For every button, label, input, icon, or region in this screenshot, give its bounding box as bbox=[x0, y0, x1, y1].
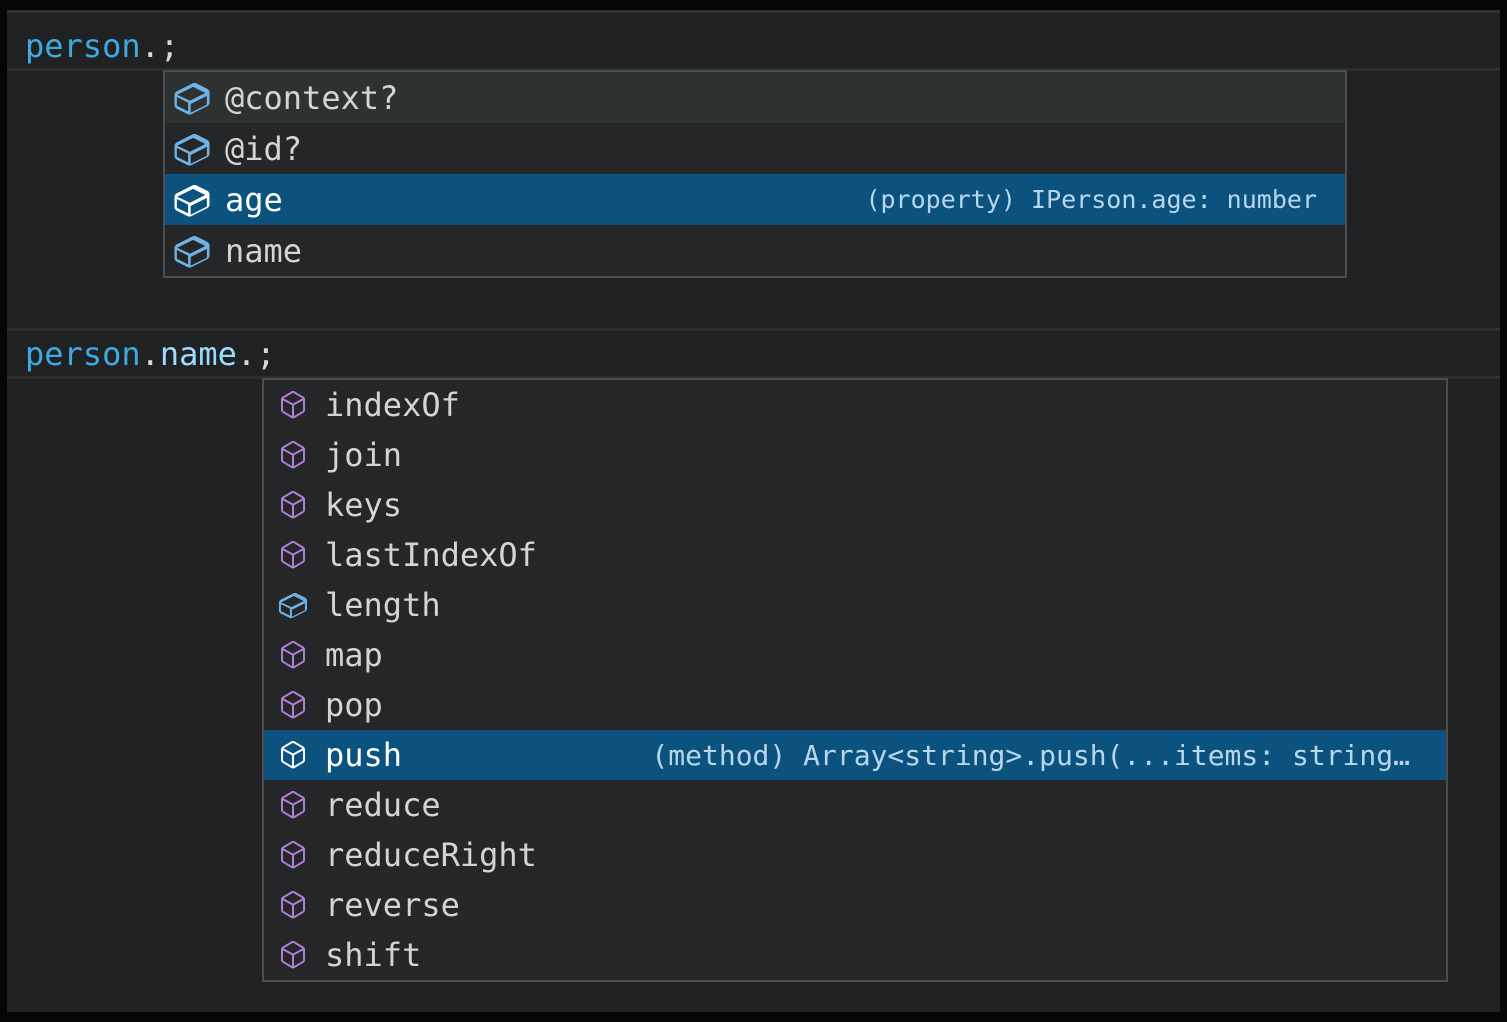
code-token: person bbox=[25, 27, 141, 65]
suggestion-item[interactable]: reduceRight bbox=[264, 830, 1446, 880]
symbol-method-icon bbox=[277, 439, 309, 471]
section-divider bbox=[7, 68, 1500, 71]
suggestion-item[interactable]: indexOf bbox=[264, 380, 1446, 430]
suggestion-item[interactable]: age (property) IPerson.age: number bbox=[165, 174, 1345, 225]
symbol-field-icon bbox=[172, 78, 212, 118]
code-token: name bbox=[159, 335, 237, 373]
symbol-method-icon bbox=[277, 639, 309, 671]
code-token: . bbox=[140, 335, 160, 373]
suggestion-item[interactable]: pop bbox=[264, 680, 1446, 730]
code-token: . bbox=[236, 335, 257, 373]
suggestion-label: name bbox=[225, 231, 303, 270]
suggestion-label: keys bbox=[325, 486, 403, 524]
suggestion-item[interactable]: shift bbox=[264, 930, 1446, 980]
suggestion-label: map bbox=[325, 636, 383, 674]
code-token: ; bbox=[159, 27, 180, 65]
suggestion-label: @id? bbox=[225, 129, 303, 168]
suggest-widget-person-name: indexOf join keys lastIndexOf length map pop pu… bbox=[262, 378, 1448, 982]
code-line-2[interactable]: person.name.; bbox=[25, 332, 275, 376]
symbol-method-icon bbox=[277, 689, 309, 721]
symbol-method-icon bbox=[277, 539, 309, 571]
suggestion-item[interactable]: reduce bbox=[264, 780, 1446, 830]
symbol-method-icon bbox=[277, 889, 309, 921]
suggestion-label: @context? bbox=[225, 78, 399, 117]
symbol-method-icon bbox=[277, 489, 309, 521]
suggestion-label: pop bbox=[325, 686, 383, 724]
suggest-widget-person: @context? @id? age (property) IPerson.age: … bbox=[163, 70, 1347, 278]
suggestion-item[interactable]: length bbox=[264, 580, 1446, 630]
suggestion-item[interactable]: @id? bbox=[165, 123, 1345, 174]
symbol-method-icon bbox=[277, 939, 309, 971]
symbol-field-icon bbox=[277, 589, 309, 621]
suggestion-item[interactable]: join bbox=[264, 430, 1446, 480]
suggestion-item[interactable]: name bbox=[165, 225, 1345, 276]
suggestion-item[interactable]: map bbox=[264, 630, 1446, 680]
suggestion-detail: (method) Array<string>.push(...items: st… bbox=[651, 738, 1410, 772]
suggestion-label: reverse bbox=[325, 886, 460, 924]
symbol-method-icon bbox=[277, 839, 309, 871]
suggestion-label: join bbox=[325, 436, 403, 474]
suggestion-item[interactable]: reverse bbox=[264, 880, 1446, 930]
editor-canvas: person.; @context? @id? age (property) IPer… bbox=[7, 10, 1500, 1012]
suggestion-label: indexOf bbox=[325, 386, 460, 424]
suggestion-label: lastIndexOf bbox=[325, 536, 537, 574]
suggestion-label: reduceRight bbox=[325, 836, 537, 874]
code-token: ; bbox=[256, 335, 276, 373]
suggestion-item[interactable]: push (method) Array<string>.push(...items… bbox=[264, 730, 1446, 780]
code-token: . bbox=[140, 27, 160, 65]
section-divider bbox=[7, 328, 1500, 331]
symbol-field-icon bbox=[172, 231, 212, 271]
code-token: person bbox=[25, 335, 141, 373]
section-divider bbox=[7, 376, 1500, 379]
symbol-method-icon bbox=[277, 389, 309, 421]
suggestion-label: shift bbox=[325, 936, 422, 974]
symbol-method-icon bbox=[277, 789, 309, 821]
symbol-method-icon bbox=[277, 739, 309, 771]
code-line-1[interactable]: person.; bbox=[25, 24, 179, 68]
section-divider bbox=[7, 10, 1500, 13]
suggestion-item[interactable]: keys bbox=[264, 480, 1446, 530]
symbol-field-icon bbox=[172, 180, 212, 220]
suggestion-item[interactable]: @context? bbox=[165, 72, 1345, 123]
suggestion-label: reduce bbox=[325, 786, 441, 824]
suggestion-label: length bbox=[325, 586, 441, 624]
suggestion-label: push bbox=[325, 736, 403, 774]
suggestion-detail: (property) IPerson.age: number bbox=[865, 185, 1317, 214]
suggestion-label: age bbox=[225, 180, 283, 219]
symbol-field-icon bbox=[172, 129, 212, 169]
suggestion-item[interactable]: lastIndexOf bbox=[264, 530, 1446, 580]
